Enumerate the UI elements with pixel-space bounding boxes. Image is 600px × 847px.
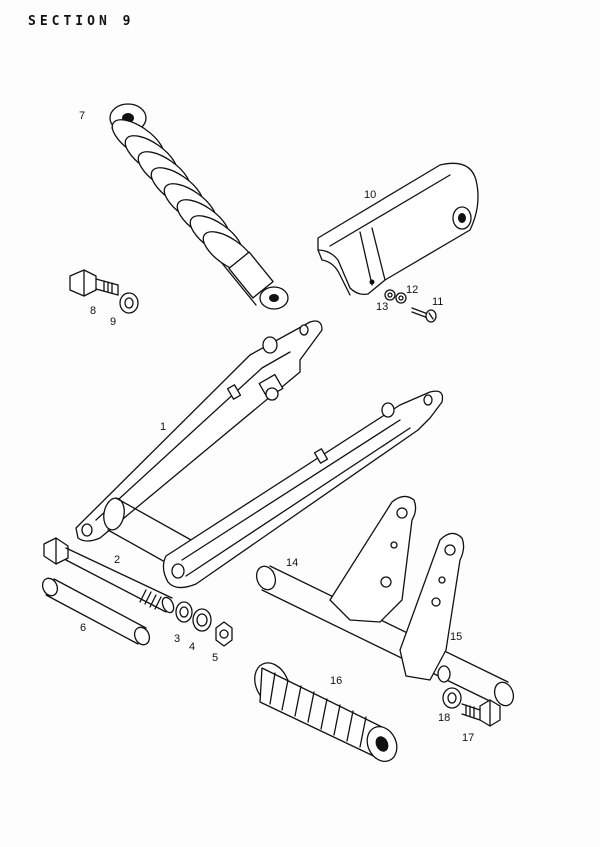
nut-5 xyxy=(215,621,233,647)
washer-12 xyxy=(395,292,407,304)
callout-15: 15 xyxy=(450,631,462,643)
suspension-unit xyxy=(109,103,289,310)
footrest-rubber xyxy=(254,662,398,763)
callout-13: 13 xyxy=(376,301,388,313)
callout-7: 7 xyxy=(79,110,85,122)
chain-guard xyxy=(317,162,479,296)
footrest-bracket xyxy=(329,495,465,683)
callout-5: 5 xyxy=(212,652,218,664)
callout-8: 8 xyxy=(90,305,96,317)
callout-16: 16 xyxy=(330,675,342,687)
section-title: SECTION 9 xyxy=(28,14,135,29)
callout-9: 9 xyxy=(110,316,116,328)
footrest-bar xyxy=(255,565,515,707)
washer-18 xyxy=(442,687,462,709)
callout-14: 14 xyxy=(286,557,298,569)
bolt-8 xyxy=(69,269,119,297)
screw-11 xyxy=(411,307,437,323)
callout-10: 10 xyxy=(364,189,376,201)
callout-17: 17 xyxy=(462,732,474,744)
callout-18: 18 xyxy=(438,712,450,724)
pivot-spindle xyxy=(43,537,175,614)
washer-9 xyxy=(119,292,139,314)
bolt-17 xyxy=(461,699,501,727)
callout-6: 6 xyxy=(80,622,86,634)
washer-3 xyxy=(175,601,193,623)
callout-11: 11 xyxy=(432,296,443,308)
callout-2: 2 xyxy=(114,554,120,566)
washer-13 xyxy=(384,289,396,301)
callout-4: 4 xyxy=(189,641,195,653)
callout-1: 1 xyxy=(160,421,166,433)
bush xyxy=(41,577,151,646)
washer-4 xyxy=(192,608,212,632)
swinging-arm xyxy=(75,320,444,589)
callout-3: 3 xyxy=(174,633,180,645)
callout-12: 12 xyxy=(406,284,418,296)
